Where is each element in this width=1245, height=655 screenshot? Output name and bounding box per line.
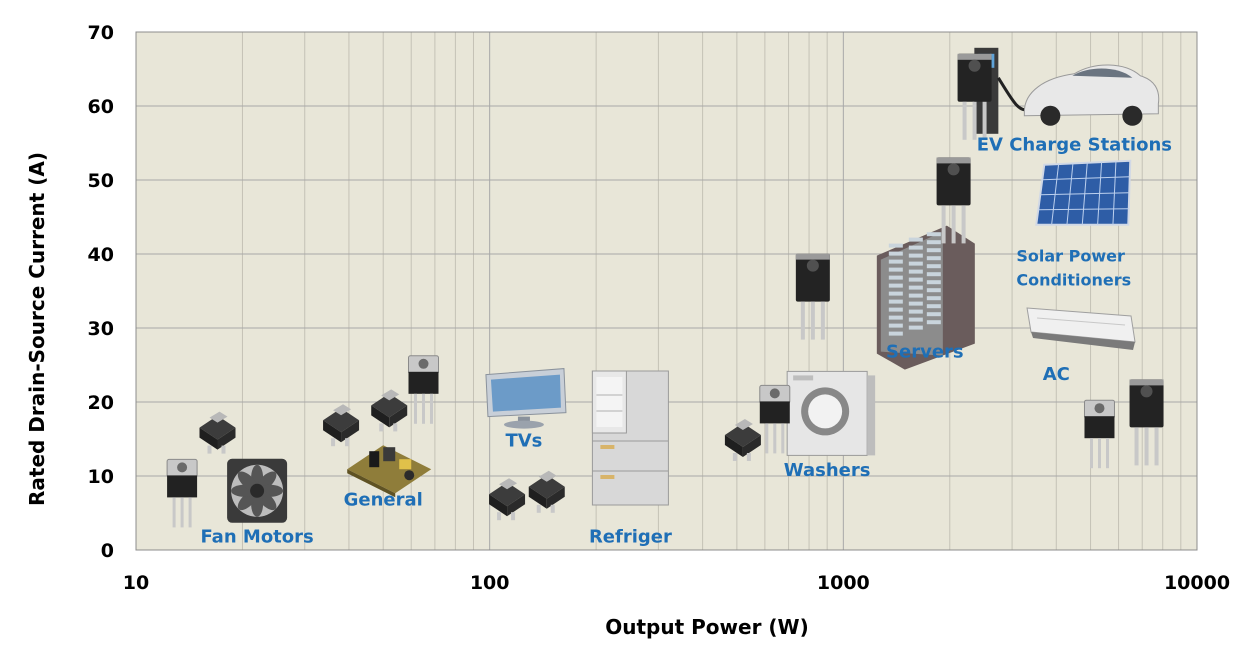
y-tick-label: 60 xyxy=(88,96,114,118)
application-label: General xyxy=(344,490,423,511)
to220-transistor-icon xyxy=(1083,399,1115,469)
application-label: Refriger xyxy=(589,527,672,548)
y-tick-label: 20 xyxy=(88,392,114,414)
x-tick-labels: 10 100 1000 10000 xyxy=(123,572,1230,594)
server-rack-icon xyxy=(876,225,975,370)
dpak-transistor-icon xyxy=(371,389,408,432)
application-label: Servers xyxy=(886,342,964,363)
x-tick-label: 100 xyxy=(470,572,510,594)
air-conditioner-icon xyxy=(1026,307,1136,350)
application-label: Washers xyxy=(784,460,871,481)
dpak-transistor-icon xyxy=(199,411,236,454)
to247-transistor-icon xyxy=(1129,379,1164,466)
solar-panel-icon xyxy=(1035,159,1132,226)
refrigerator-icon xyxy=(591,370,669,506)
to220-transistor-icon xyxy=(166,458,198,528)
y-tick-label: 10 xyxy=(88,466,114,488)
application-label: EV Charge Stations xyxy=(977,134,1172,155)
to247-transistor-icon xyxy=(957,53,992,140)
application-label: Fan Motors xyxy=(200,527,313,548)
ev-charger-icon xyxy=(974,47,1160,134)
y-tick-label: 30 xyxy=(88,318,114,340)
power-board-icon xyxy=(347,445,432,498)
y-tick-labels: 0 10 20 30 40 50 60 70 xyxy=(88,22,114,562)
x-axis-title: Output Power (W) xyxy=(605,615,809,639)
to220-transistor-icon xyxy=(408,355,440,424)
washing-machine-icon xyxy=(786,370,876,456)
dpak-transistor-icon xyxy=(724,419,761,461)
x-tick-label: 10 xyxy=(123,572,149,594)
dpak-transistor-icon xyxy=(528,470,565,513)
y-axis-title: Rated Drain-Source Current (A) xyxy=(25,152,49,506)
to220-transistor-icon xyxy=(759,384,791,454)
tv-icon xyxy=(485,368,567,429)
to247-transistor-icon xyxy=(795,253,830,340)
transistor-devices xyxy=(166,53,1164,528)
y-tick-label: 0 xyxy=(101,540,114,562)
y-tick-label: 50 xyxy=(88,170,114,192)
x-tick-label: 1000 xyxy=(817,572,870,594)
y-tick-label: 40 xyxy=(88,244,114,266)
dpak-transistor-icon xyxy=(489,478,526,521)
application-label: TVs xyxy=(505,430,542,451)
plot-frame xyxy=(135,31,1198,551)
illustrations xyxy=(227,47,1160,523)
application-label: AC xyxy=(1043,364,1070,385)
fan-icon xyxy=(227,458,288,523)
y-tick-label: 70 xyxy=(88,22,114,44)
to247-transistor-icon xyxy=(936,157,971,244)
x-tick-label: 10000 xyxy=(1164,572,1230,594)
dpak-transistor-icon xyxy=(323,404,360,447)
